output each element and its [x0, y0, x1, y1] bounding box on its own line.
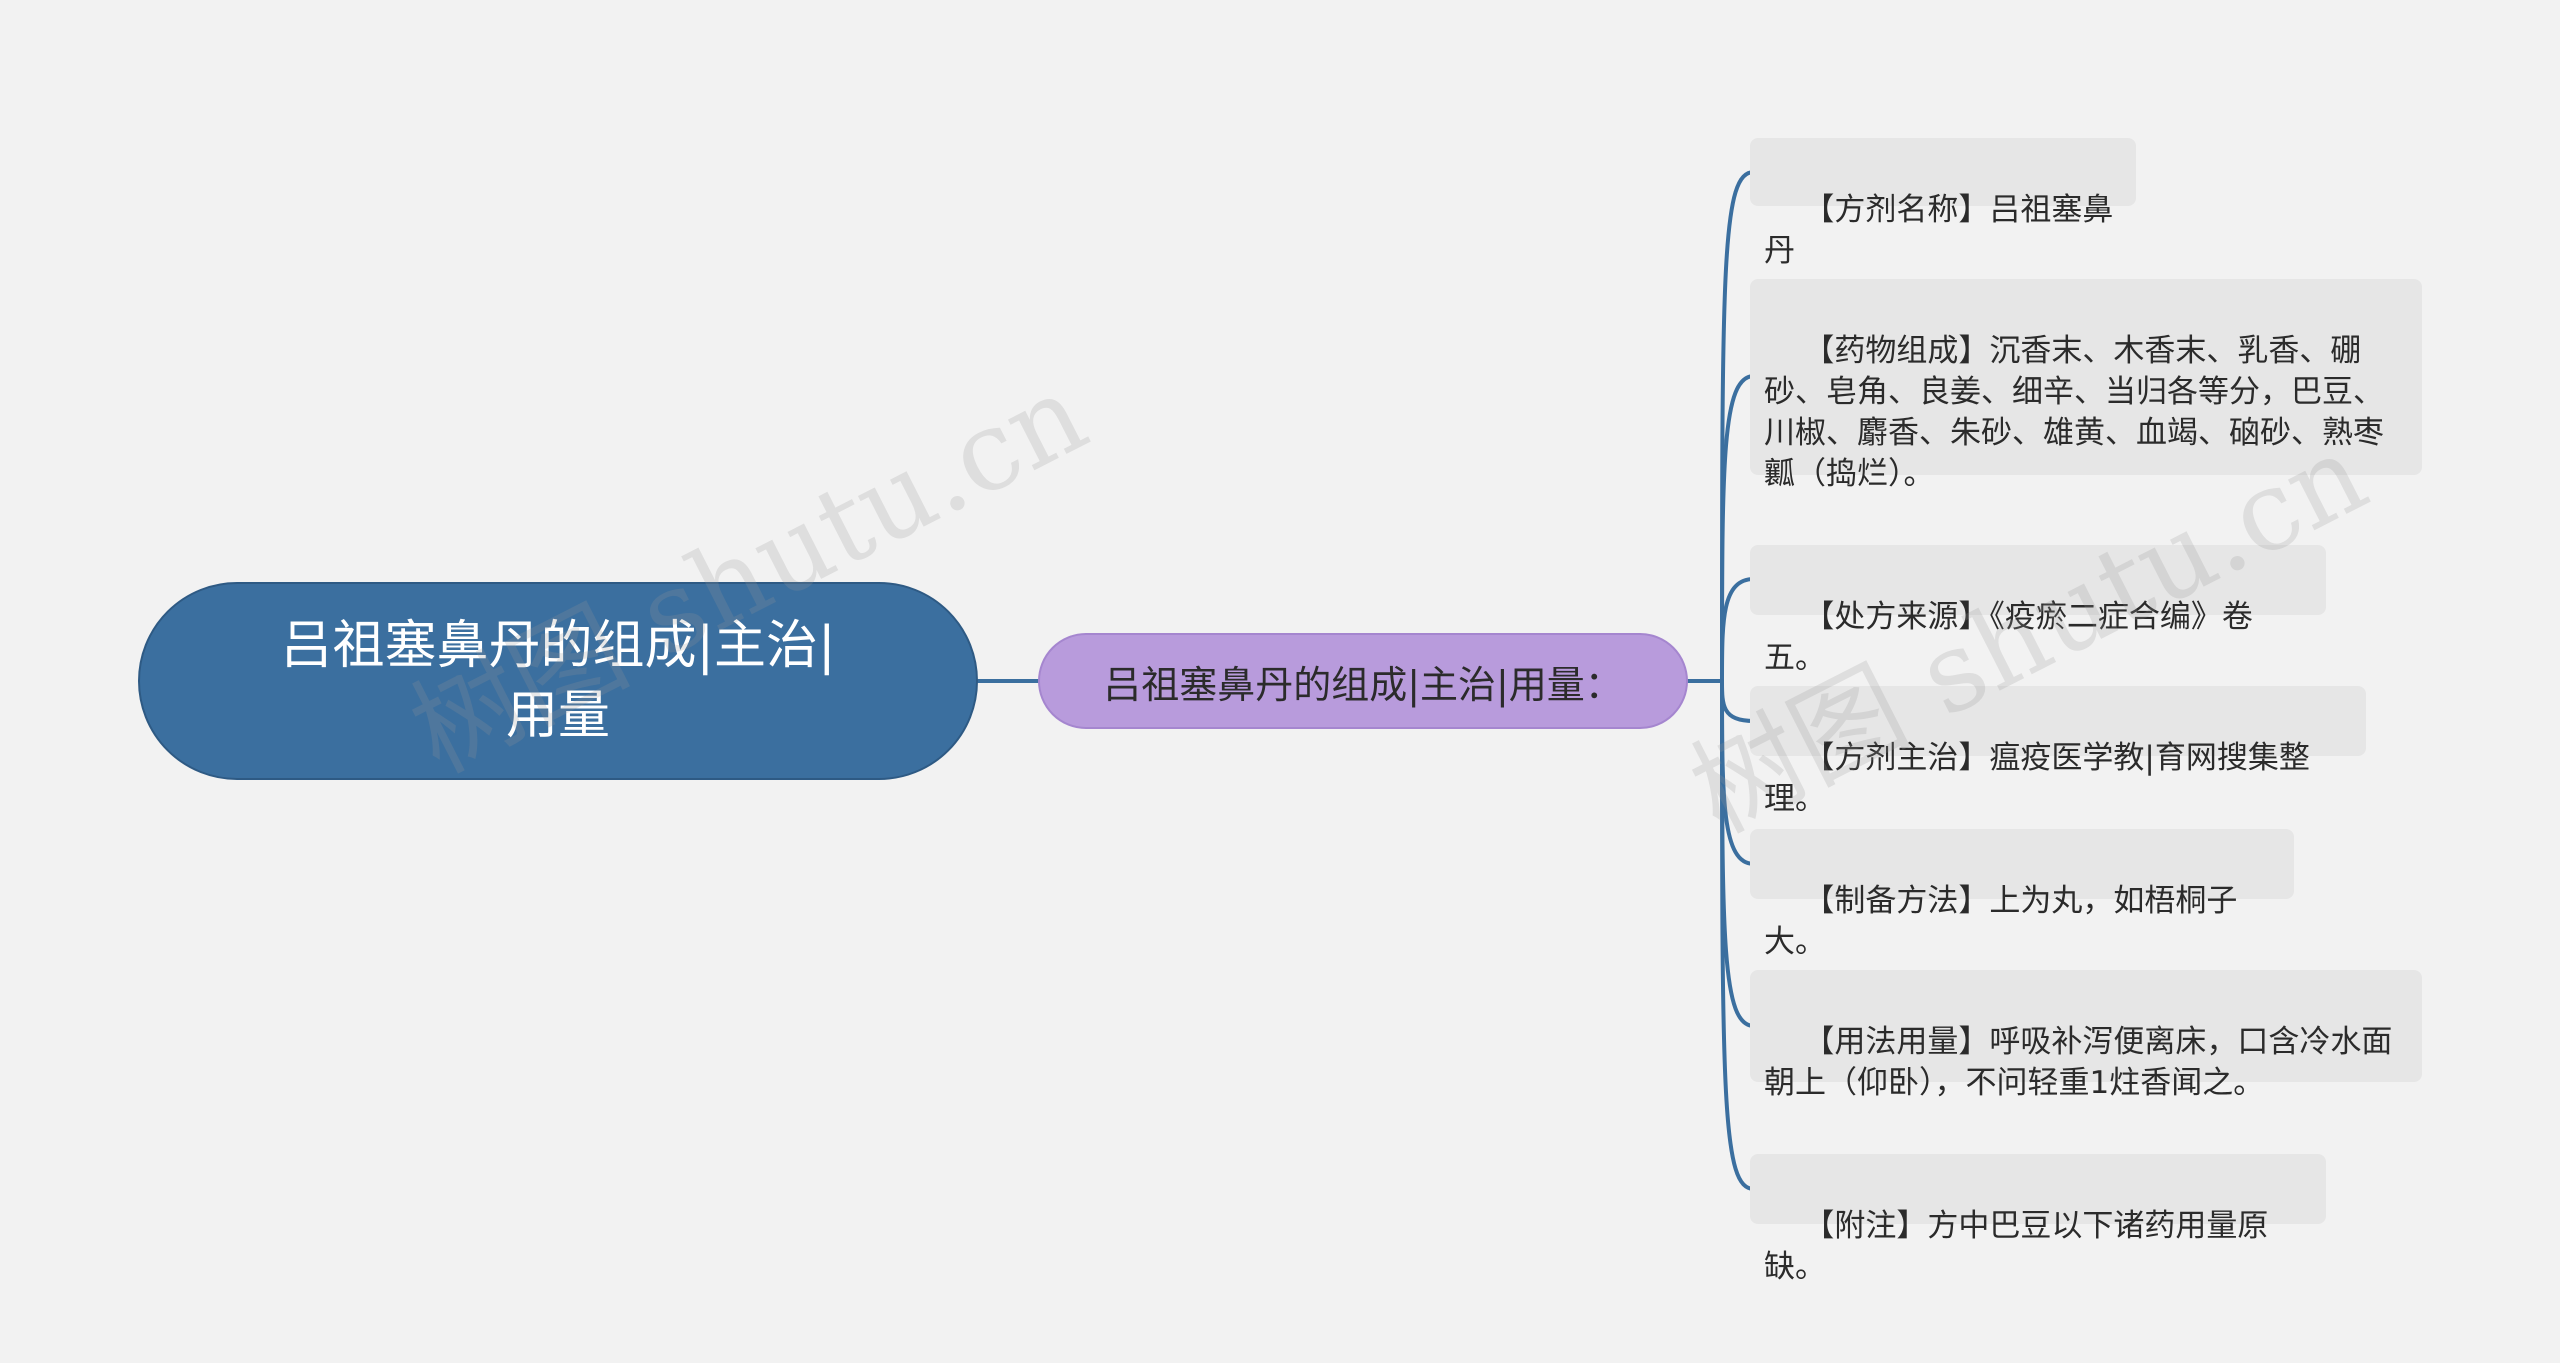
leaf-ingredients[interactable]: 【药物组成】沉香末、木香末、乳香、硼砂、皂角、良姜、细辛、当归各等分，巴豆、川椒… — [1750, 279, 2422, 492]
leaf-indications-text: 【方剂主治】瘟疫医学教|育网搜集整理。 — [1764, 740, 2310, 817]
leaf-usage-dosage-text: 【用法用量】呼吸补泻便离床，口含冷水面朝上（仰卧），不问轻重1炷香闻之。 — [1764, 1024, 2393, 1101]
leaf-connector-2 — [1720, 374, 1756, 683]
root-topic[interactable]: 吕祖塞鼻丹的组成|主治|用量 — [138, 582, 978, 780]
leaf-source-text: 【处方来源】《疫瘀二症合编》卷五。 — [1764, 599, 2253, 676]
subtopic-label: 吕祖塞鼻丹的组成|主治|用量： — [1103, 662, 1623, 707]
leaf-preparation-text: 【制备方法】上为丸，如梧桐子大。 — [1764, 883, 2238, 960]
leaf-usage-dosage[interactable]: 【用法用量】呼吸补泻便离床，口含冷水面朝上（仰卧），不问轻重1炷香闻之。 — [1750, 970, 2422, 1101]
leaf-formula-name-text: 【方剂名称】吕祖塞鼻丹 — [1764, 192, 2114, 269]
leaf-indications[interactable]: 【方剂主治】瘟疫医学教|育网搜集整理。 — [1750, 686, 2366, 817]
leaf-connector-7 — [1720, 679, 1756, 1191]
leaf-ingredients-text: 【药物组成】沉香末、木香末、乳香、硼砂、皂角、良姜、细辛、当归各等分，巴豆、川椒… — [1764, 333, 2384, 492]
root-topic-label: 吕祖塞鼻丹的组成|主治|用量 — [280, 616, 836, 746]
leaf-connector-3 — [1720, 577, 1756, 683]
leaf-note[interactable]: 【附注】方中巴豆以下诸药用量原缺。 — [1750, 1154, 2326, 1285]
leaf-formula-name[interactable]: 【方剂名称】吕祖塞鼻丹 — [1750, 138, 2136, 269]
leaf-source[interactable]: 【处方来源】《疫瘀二症合编》卷五。 — [1750, 545, 2326, 676]
subtopic-node[interactable]: 吕祖塞鼻丹的组成|主治|用量： — [1038, 633, 1688, 729]
leaf-note-text: 【附注】方中巴豆以下诸药用量原缺。 — [1764, 1208, 2269, 1285]
leaf-preparation[interactable]: 【制备方法】上为丸，如梧桐子大。 — [1750, 829, 2294, 960]
